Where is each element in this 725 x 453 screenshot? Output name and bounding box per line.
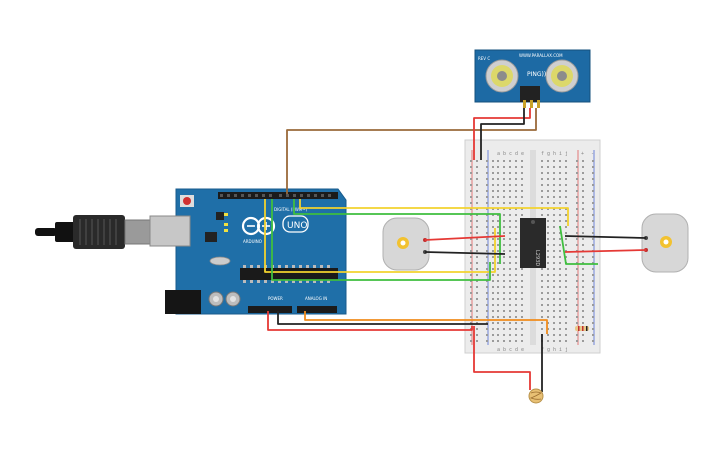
analog-label: ANALOG IN	[305, 296, 327, 301]
usb-port	[149, 215, 191, 247]
svg-text:i: i	[559, 347, 562, 353]
photoresistor	[528, 388, 544, 404]
breadboard-holes	[470, 160, 594, 342]
arduino-logo	[241, 216, 276, 236]
dc-power-jack	[165, 290, 201, 314]
svg-text:g: g	[547, 347, 550, 353]
arduino-logo-text: ARDUINO	[243, 239, 262, 244]
column-letters-left: a b c d e a b c d e	[497, 151, 524, 353]
rail-plus-label: +	[581, 151, 584, 157]
svg-text:d: d	[515, 151, 518, 157]
svg-text:j: j	[565, 347, 568, 353]
svg-text:e: e	[521, 347, 524, 353]
svg-text:a: a	[497, 151, 500, 157]
sensor-brand: WWW.PARALLAX.COM	[519, 53, 563, 58]
svg-text:j: j	[565, 151, 568, 157]
wire-brown	[286, 108, 537, 194]
wire-black-sensor	[480, 108, 525, 160]
power-label: POWER	[268, 296, 283, 301]
svg-text:b: b	[503, 347, 506, 353]
wire-red-ldr	[473, 326, 531, 390]
rail-minus-label: -	[591, 151, 594, 157]
wire-red-power	[267, 311, 473, 331]
analog-header	[297, 306, 337, 313]
sensor-model: PING))	[527, 71, 546, 78]
digital-header	[218, 192, 338, 199]
wire-red-motor-right	[564, 249, 647, 253]
svg-text:h: h	[553, 151, 556, 157]
chip-label: L293D	[534, 250, 540, 266]
svg-text:c: c	[509, 151, 512, 157]
motor-driver-chip: L293D	[520, 218, 546, 268]
uno-label: UNO	[287, 221, 307, 231]
atmega-chip	[240, 268, 338, 280]
wire-orange	[304, 311, 548, 334]
power-header	[248, 306, 292, 313]
svg-text:b: b	[503, 151, 506, 157]
wire-red-sensor	[473, 108, 531, 160]
dc-motor-left	[382, 217, 430, 271]
svg-text:f: f	[541, 151, 544, 157]
resistor	[575, 326, 589, 331]
wire-yellow-2	[264, 199, 496, 273]
dc-motor-right	[641, 213, 689, 273]
svg-text:h: h	[553, 347, 556, 353]
wire-yellow-1	[299, 199, 569, 226]
sensor-rev: REV C	[478, 56, 490, 61]
wire-black-motor-left	[424, 251, 506, 255]
wires	[264, 108, 647, 392]
svg-text:a: a	[497, 347, 500, 353]
svg-text:d: d	[515, 347, 518, 353]
usb-cable	[35, 215, 156, 249]
ultrasonic-sensor: WWW.PARALLAX.COM REV C PING))	[474, 49, 591, 108]
wire-black-motor-right	[564, 235, 647, 239]
wire-green-3	[559, 225, 598, 265]
wire-red-motor-left	[424, 235, 506, 241]
wire-green-2	[271, 199, 491, 281]
wire-black-power	[277, 311, 488, 325]
svg-text:g: g	[547, 151, 550, 157]
arduino-uno-board: DIGITAL (PWM~) ARDUINO UNO	[149, 188, 347, 315]
wire-green-1	[293, 199, 501, 264]
digital-label: DIGITAL (PWM~)	[274, 207, 308, 212]
svg-text:i: i	[559, 151, 562, 157]
svg-text:e: e	[521, 151, 524, 157]
svg-text:c: c	[509, 347, 512, 353]
